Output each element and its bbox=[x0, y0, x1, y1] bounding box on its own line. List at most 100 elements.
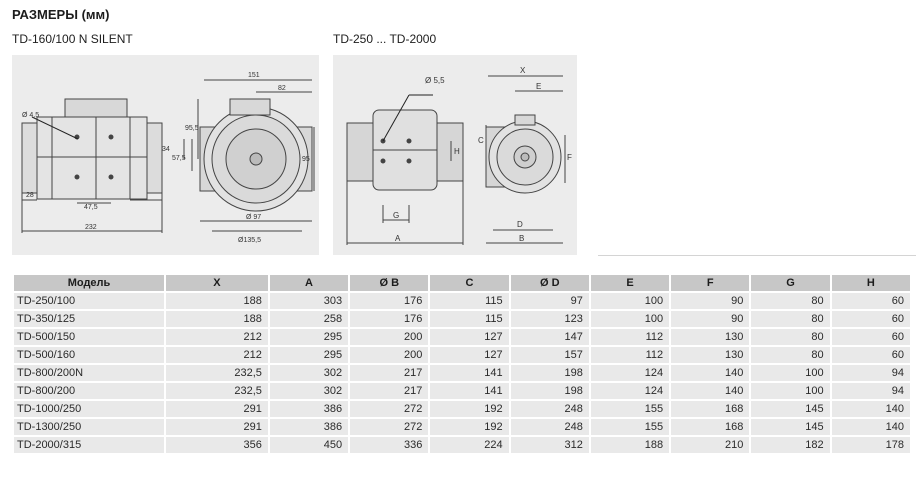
diagram1-title: TD-160/100 N SILENT bbox=[12, 32, 133, 46]
col-e: E bbox=[590, 275, 670, 291]
table-cell: 112 bbox=[590, 347, 670, 363]
table-cell: 157 bbox=[510, 347, 589, 363]
page-title: РАЗМЕРЫ (мм) bbox=[12, 7, 110, 22]
table-cell: 140 bbox=[671, 365, 750, 381]
diagram1-label-95-5: 95,5 bbox=[185, 125, 199, 132]
table-cell: TD-2000/315 bbox=[14, 437, 164, 453]
table-cell: 127 bbox=[430, 347, 509, 363]
table-cell: 130 bbox=[671, 347, 750, 363]
col-c: C bbox=[430, 275, 509, 291]
table-cell: 141 bbox=[430, 365, 509, 381]
table-cell: 168 bbox=[671, 401, 750, 417]
table-cell: 356 bbox=[166, 437, 268, 453]
table-cell: 115 bbox=[430, 293, 509, 309]
col-x: X bbox=[166, 275, 268, 291]
table-cell: 198 bbox=[510, 383, 589, 399]
table-cell: 94 bbox=[831, 365, 910, 381]
table-cell: 192 bbox=[430, 419, 509, 435]
table-cell: 80 bbox=[751, 293, 830, 309]
table-cell: 145 bbox=[751, 419, 830, 435]
table-cell: 130 bbox=[671, 329, 750, 345]
table-header-row: Модель X A Ø B C Ø D E F G H bbox=[14, 275, 910, 291]
diagram2-label-hole: Ø 5,5 bbox=[425, 76, 445, 85]
table-cell: 272 bbox=[350, 401, 429, 417]
table-cell: 100 bbox=[751, 365, 830, 381]
table-cell: 115 bbox=[430, 311, 509, 327]
table-row: TD-800/200 232,5 302 217 141 198 124 140… bbox=[14, 383, 910, 399]
table-row: TD-1300/250 291 386 272 192 248 155 168 … bbox=[14, 419, 910, 435]
table-cell: 336 bbox=[350, 437, 429, 453]
table-cell: 200 bbox=[350, 347, 429, 363]
table-cell: 155 bbox=[590, 419, 670, 435]
diagram1-panel: Ø 4,5 28 47,5 232 151 82 95,5 34 57,5 95… bbox=[12, 55, 319, 255]
table-cell: 123 bbox=[510, 311, 589, 327]
diagram2-label-c: C bbox=[478, 136, 484, 145]
diagram2-label-x: X bbox=[520, 66, 526, 75]
table-cell: 127 bbox=[430, 329, 509, 345]
diagram2-label-a: A bbox=[395, 234, 401, 243]
table-cell: TD-500/160 bbox=[14, 347, 164, 363]
table-cell: 224 bbox=[430, 437, 509, 453]
table-cell: 90 bbox=[671, 293, 750, 309]
table-cell: 200 bbox=[350, 329, 429, 345]
table-cell: 178 bbox=[831, 437, 910, 453]
table-cell: 272 bbox=[350, 419, 429, 435]
diagram2-drawing: Ø 5,5 X E C H F G A D B bbox=[346, 66, 572, 245]
dimensions-table: Модель X A Ø B C Ø D E F G H TD-250/100 … bbox=[12, 273, 912, 455]
table-cell: 60 bbox=[831, 311, 910, 327]
table-cell: TD-250/100 bbox=[14, 293, 164, 309]
table-cell: 248 bbox=[510, 401, 589, 417]
table-row: TD-2000/315 356 450 336 224 312 188 210 … bbox=[14, 437, 910, 453]
table-cell: 60 bbox=[831, 347, 910, 363]
table-cell: 140 bbox=[831, 401, 910, 417]
diagram1-label-d135: Ø135,5 bbox=[238, 237, 261, 244]
col-f: F bbox=[671, 275, 750, 291]
diagram2-title: TD-250 ... TD-2000 bbox=[333, 32, 437, 46]
table-row: TD-1000/250 291 386 272 192 248 155 168 … bbox=[14, 401, 910, 417]
table-cell: 100 bbox=[590, 293, 670, 309]
col-b: Ø B bbox=[350, 275, 429, 291]
table-cell: 176 bbox=[350, 311, 429, 327]
diagram1-label-95: 95 bbox=[302, 156, 310, 163]
table-cell: 198 bbox=[510, 365, 589, 381]
table-cell: TD-500/150 bbox=[14, 329, 164, 345]
table-cell: 90 bbox=[671, 311, 750, 327]
table-cell: 188 bbox=[166, 311, 268, 327]
table-row: TD-350/125 188 258 176 115 123 100 90 80… bbox=[14, 311, 910, 327]
table-cell: 217 bbox=[350, 383, 429, 399]
diagram1-label-d97: Ø 97 bbox=[246, 214, 261, 221]
table-cell: 303 bbox=[269, 293, 349, 309]
diagram2-label-h: H bbox=[454, 147, 460, 156]
table-cell: 112 bbox=[590, 329, 670, 345]
diagram2-label-g: G bbox=[393, 211, 399, 220]
table-cell: 188 bbox=[590, 437, 670, 453]
table-cell: 188 bbox=[166, 293, 268, 309]
table-cell: 94 bbox=[831, 383, 910, 399]
table-cell: 145 bbox=[751, 401, 830, 417]
table-cell: TD-1000/250 bbox=[14, 401, 164, 417]
table-cell: 217 bbox=[350, 365, 429, 381]
table-cell: 80 bbox=[751, 311, 830, 327]
diagram1-label-34: 34 bbox=[162, 146, 170, 153]
table-cell: 450 bbox=[269, 437, 349, 453]
diagram1-label-47: 47,5 bbox=[84, 204, 98, 211]
table-cell: 386 bbox=[269, 419, 349, 435]
diagram1-label-57-5: 57,5 bbox=[172, 155, 186, 162]
table-cell: 155 bbox=[590, 401, 670, 417]
table-cell: 124 bbox=[590, 365, 670, 381]
table-cell: 147 bbox=[510, 329, 589, 345]
table-cell: TD-800/200N bbox=[14, 365, 164, 381]
table-cell: 140 bbox=[671, 383, 750, 399]
diagram2-panel: Ø 5,5 X E C H F G A D B bbox=[333, 55, 577, 255]
table-cell: 124 bbox=[590, 383, 670, 399]
table-cell: TD-350/125 bbox=[14, 311, 164, 327]
diagram1-label-151: 151 bbox=[248, 72, 260, 79]
col-model: Модель bbox=[14, 275, 164, 291]
table-cell: 60 bbox=[831, 329, 910, 345]
table-cell: 97 bbox=[510, 293, 589, 309]
diagram2-label-e: E bbox=[536, 82, 541, 91]
table-cell: 302 bbox=[269, 365, 349, 381]
col-a: A bbox=[269, 275, 349, 291]
table-cell: 176 bbox=[350, 293, 429, 309]
table-cell: 212 bbox=[166, 329, 268, 345]
